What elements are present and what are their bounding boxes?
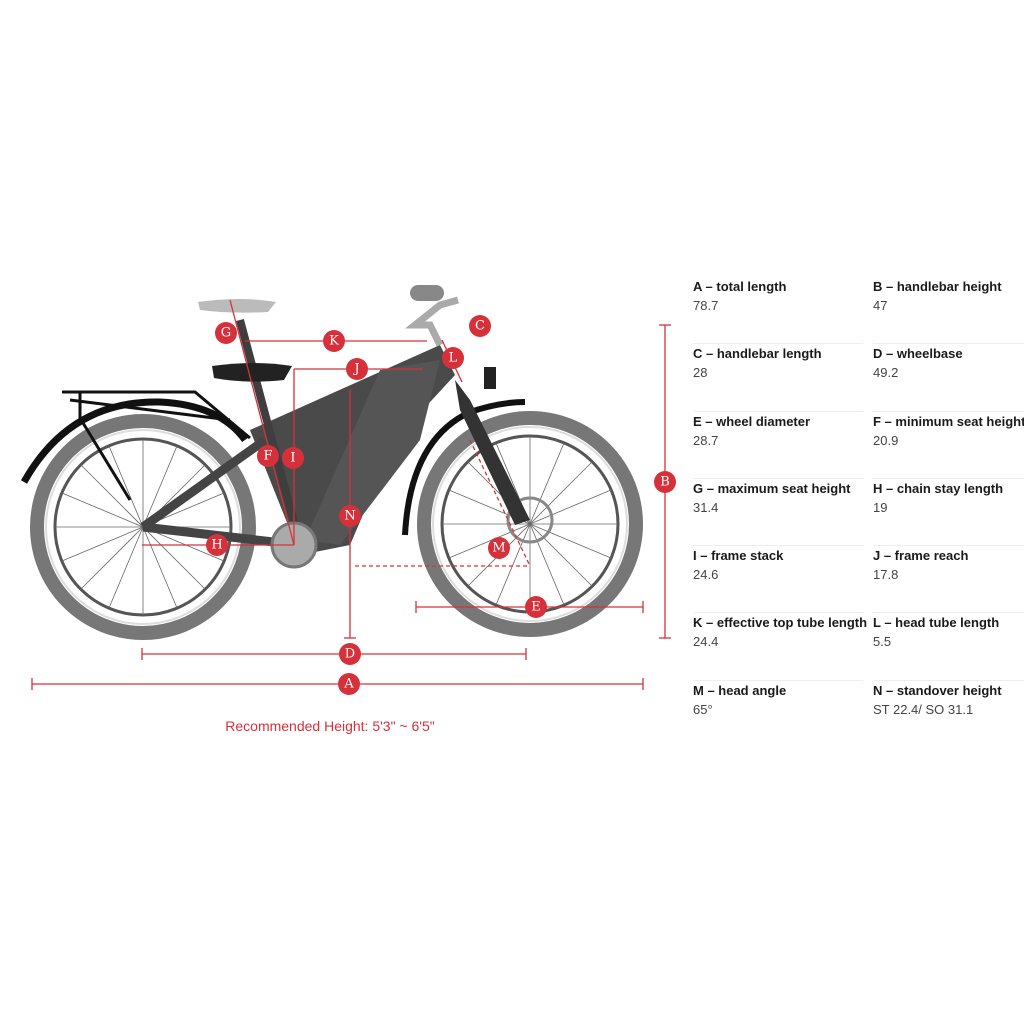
svg-text:L: L <box>449 351 458 366</box>
spec-item: J – frame reach 17.8 <box>873 546 1024 614</box>
marker-n: N <box>339 505 361 527</box>
recommended-height: Recommended Height: 5'3" ~ 6'5" <box>225 718 435 734</box>
seat-post <box>236 318 304 547</box>
spec-value: 65° <box>693 701 713 717</box>
svg-text:B: B <box>660 475 670 490</box>
spec-label: I – frame stack <box>693 548 784 564</box>
marker-d: D <box>339 643 361 665</box>
spec-item: M – head angle 65° <box>693 681 873 748</box>
handlebar <box>405 296 459 347</box>
marker-f: F <box>257 445 279 467</box>
spec-value: 20.9 <box>873 432 899 448</box>
marker-e: E <box>525 596 547 618</box>
spec-value: 17.8 <box>873 567 899 583</box>
spec-item: D – wheelbase 49.2 <box>873 344 1024 412</box>
svg-text:N: N <box>344 509 355 524</box>
svg-text:J: J <box>352 362 359 377</box>
spec-value: 24.4 <box>693 634 719 650</box>
spec-value: 78.7 <box>693 298 719 313</box>
spec-value: 24.6 <box>693 567 719 583</box>
marker-a: A <box>338 673 360 695</box>
seat-min <box>212 363 292 382</box>
front-wheel <box>417 411 643 637</box>
spec-value: ST 22.4/ SO 31.1 <box>873 701 974 717</box>
spec-label: K – effective top tube length <box>693 615 868 631</box>
down-tube <box>305 360 440 545</box>
svg-text:A: A <box>343 677 354 692</box>
fork <box>455 380 530 525</box>
bike-illustration <box>20 285 643 640</box>
spec-label: H – chain stay length <box>873 480 1004 496</box>
spec-item: F – minimum seat height 20.9 <box>873 412 1024 479</box>
marker-k: K <box>323 330 345 352</box>
spec-label: J – frame reach <box>873 548 969 564</box>
marker-h: H <box>206 534 228 556</box>
spec-item: I – frame stack 24.6 <box>693 546 863 614</box>
spec-item: K – effective top tube length 24.4 <box>693 613 868 681</box>
svg-text:H: H <box>211 538 222 553</box>
spec-label: F – minimum seat height <box>873 413 1024 429</box>
spec-item: C – handlebar length 28 <box>693 344 863 412</box>
svg-text:M: M <box>492 541 505 556</box>
spec-label: A – total length <box>693 279 787 294</box>
marker-c: C <box>469 315 491 337</box>
spec-value: 49.2 <box>873 365 899 381</box>
headlight <box>484 367 496 389</box>
svg-text:G: G <box>221 326 231 341</box>
marker-g: G <box>215 322 237 344</box>
spec-value: 5.5 <box>873 634 892 650</box>
spec-item: A – total length 78.7 <box>693 277 863 345</box>
spec-item: N – standover height ST 22.4/ SO 31.1 <box>873 681 1024 748</box>
marker-j: J <box>346 358 368 380</box>
spec-label: M – head angle <box>693 682 787 698</box>
spec-label: C – handlebar length <box>693 346 822 362</box>
spec-item: G – maximum seat height 31.4 <box>693 479 863 547</box>
front-fender <box>402 399 526 536</box>
spec-value: 28 <box>693 365 708 381</box>
spec-value: 47 <box>873 298 888 313</box>
marker-l: L <box>442 347 464 369</box>
dimension-markers: G K C J L B F I N H M E D A <box>206 315 676 695</box>
svg-text:I: I <box>290 451 295 466</box>
svg-text:E: E <box>531 600 541 615</box>
grip <box>410 285 444 301</box>
spec-label: D – wheelbase <box>873 346 963 362</box>
rear-wheel <box>30 414 256 640</box>
seat-max <box>198 299 276 313</box>
spec-label: G – maximum seat height <box>693 480 851 496</box>
spec-table: A – total length 78.7 B – handlebar height… <box>693 277 1024 748</box>
marker-i: I <box>282 447 304 469</box>
rear-rack <box>62 390 251 501</box>
spec-item: E – wheel diameter 28.7 <box>693 412 863 479</box>
spec-value: 19 <box>873 499 888 515</box>
spec-item: B – handlebar height 47 <box>873 277 1024 345</box>
spec-value: 28.7 <box>693 432 719 448</box>
svg-text:D: D <box>345 647 355 662</box>
spec-label: N – standover height <box>873 682 1002 698</box>
spec-label: L – head tube length <box>873 615 1000 631</box>
spec-value: 31.4 <box>693 499 719 515</box>
spec-label: B – handlebar height <box>873 279 1002 294</box>
marker-b: B <box>654 471 676 493</box>
marker-m: M <box>488 537 510 559</box>
svg-text:C: C <box>475 319 485 334</box>
svg-text:K: K <box>329 334 339 349</box>
spec-label: E – wheel diameter <box>693 413 811 429</box>
spec-item: H – chain stay length 19 <box>873 479 1024 547</box>
spec-item: L – head tube length 5.5 <box>873 613 1024 681</box>
svg-text:F: F <box>263 449 272 464</box>
